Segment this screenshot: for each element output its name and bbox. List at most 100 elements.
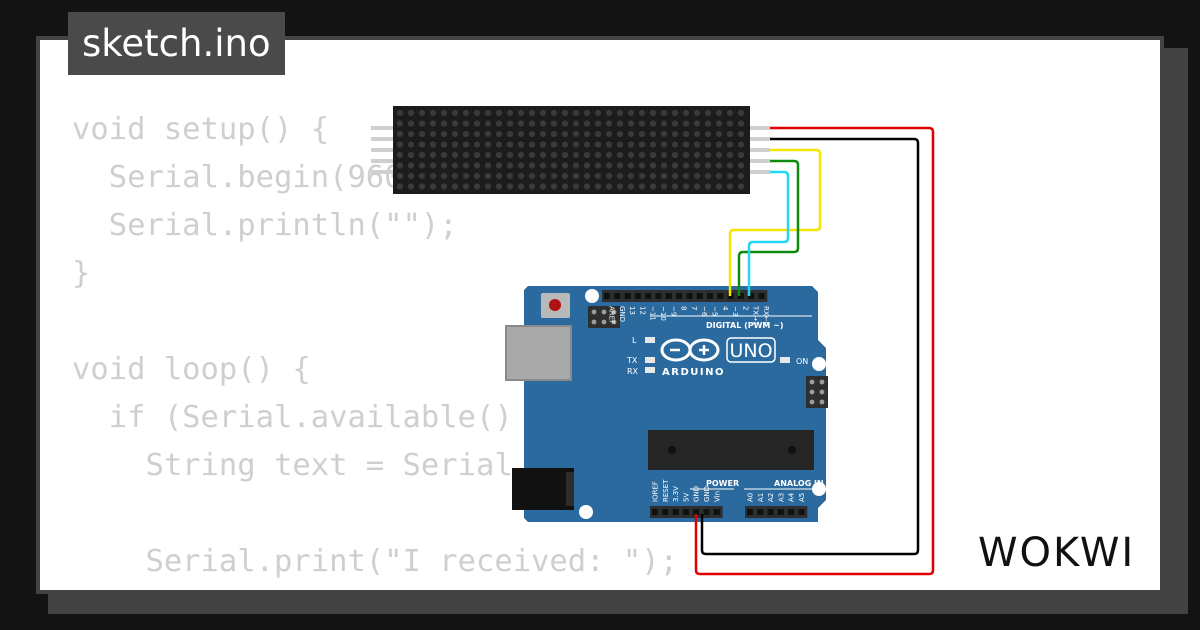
matrix-led [682,141,690,148]
matrix-led [561,141,569,148]
wire-vcc[interactable] [694,126,935,576]
header-body [602,290,768,302]
matrix-led [726,183,734,190]
header-pin[interactable] [767,509,774,515]
header-pin[interactable] [665,293,672,299]
matrix-led [572,109,580,117]
matrix-led [429,141,437,148]
matrix-led [660,172,668,180]
svg-text:UNO: UNO [729,340,772,362]
header-pin[interactable] [717,293,724,299]
header-pin[interactable] [624,293,631,299]
matrix-led [429,109,437,117]
matrix-led [737,162,745,169]
matrix-led [704,130,712,138]
matrix-led [440,183,448,190]
matrix-led [572,130,580,138]
matrix-led [473,183,481,190]
reset-button[interactable] [541,293,570,318]
matrix-led [517,120,525,127]
usb-port [505,325,572,381]
header-pin[interactable] [662,509,669,515]
header-pin[interactable] [748,293,755,299]
matrix-led [660,183,668,190]
matrix-led [715,130,723,138]
matrix-led [616,109,624,117]
matrix-led [495,130,503,138]
header-pin[interactable] [604,293,610,299]
header-pin[interactable] [614,293,621,299]
pin-label: A5 [798,493,806,502]
wire-gnd[interactable] [700,137,920,556]
matrix-led [462,162,470,169]
matrix-led [550,130,558,138]
code-line: } [72,256,91,291]
matrix-led [418,183,426,190]
matrix-led [660,141,668,148]
wire-clk[interactable] [747,170,790,296]
header-pin[interactable] [696,293,703,299]
matrix-led [594,120,602,127]
matrix-led [660,109,668,117]
matrix-led [682,120,690,127]
arduino-wordmark: ARDUINO [662,367,725,378]
header-pin[interactable] [686,293,693,299]
matrix-led [462,141,470,148]
matrix-led [517,141,525,148]
led-rx: RX [627,367,655,376]
matrix-led [583,109,591,117]
header-pin[interactable] [747,509,753,515]
matrix-led [396,183,404,190]
mounting-hole [579,505,593,519]
header-pin[interactable] [798,509,805,515]
header-pin[interactable] [672,509,679,515]
code-line: void setup() { [72,112,330,147]
header-body [745,506,808,518]
pin-label: GND [703,486,711,502]
mounting-hole [812,482,826,496]
header-pin[interactable] [757,509,764,515]
header-pin[interactable] [713,509,720,515]
header-pin[interactable] [703,509,710,515]
header-pin[interactable] [758,293,765,299]
header-pin[interactable] [788,509,795,515]
svg-text:L: L [632,336,637,345]
header-pin[interactable] [634,293,641,299]
header-pin[interactable] [676,293,683,299]
matrix-led [660,151,668,159]
matrix-led [572,120,580,127]
matrix-led [737,109,745,117]
matrix-led [484,109,492,117]
matrix-led [649,130,657,138]
matrix-led [583,183,591,190]
matrix-led [616,141,624,148]
svg-text:TX: TX [626,356,638,365]
header-pin[interactable] [693,509,700,515]
header-pin[interactable] [655,293,662,299]
matrix-led [495,183,503,190]
matrix-led [539,172,547,180]
header-pin[interactable] [682,509,689,515]
matrix-led [495,172,503,180]
wire-cs[interactable] [737,159,800,296]
pin-label: Vin [713,491,721,502]
file-tab[interactable]: sketch.ino [68,12,285,75]
pin-label: 5V [682,493,690,502]
matrix-led [528,141,536,148]
matrix-led [671,151,679,159]
header-pin[interactable] [777,509,784,515]
matrix-led [693,172,701,180]
led-matrix-module[interactable] [371,106,770,194]
pin-label: A1 [757,493,765,502]
matrix-led [649,141,657,148]
header-pin[interactable] [645,293,652,299]
header-pin[interactable] [707,293,713,299]
header-pin[interactable] [737,293,744,299]
header-pin[interactable] [652,509,658,515]
matrix-led [418,151,426,159]
wire-din[interactable] [728,148,822,296]
